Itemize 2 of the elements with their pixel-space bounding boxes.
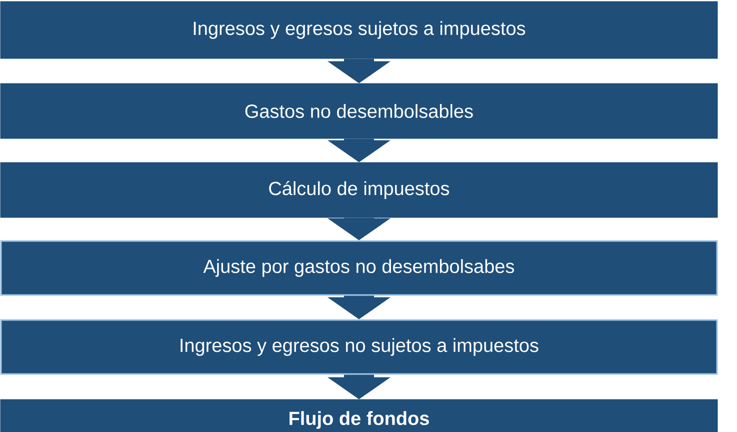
process-box: Ingresos y egresos sujetos a impuestos — [0, 1, 718, 59]
process-box: Flujo de fondos — [0, 399, 718, 432]
